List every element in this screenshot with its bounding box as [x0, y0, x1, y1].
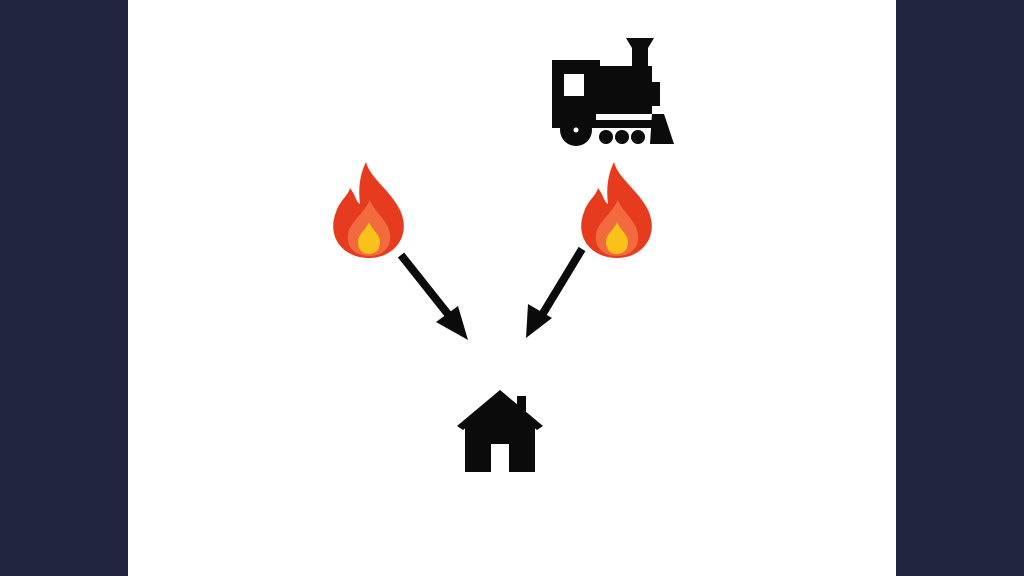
right-frame-bar [896, 0, 1024, 576]
slide-canvas [128, 0, 896, 576]
steam-locomotive-icon [552, 38, 674, 148]
fire-icon-left [330, 160, 408, 260]
left-frame-bar [0, 0, 128, 576]
arrow-down-right-icon [397, 252, 468, 340]
fire-icon-right [576, 160, 656, 260]
arrow-down-left-icon [526, 246, 586, 338]
house-icon [457, 390, 543, 474]
